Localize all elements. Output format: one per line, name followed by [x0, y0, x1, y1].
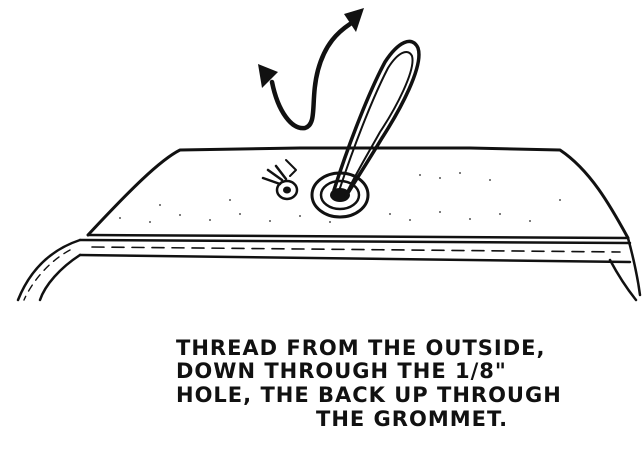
caption-line-1: THREAD FROM THE OUTSIDE,	[176, 336, 545, 360]
thread-path-arrow-icon	[258, 8, 364, 128]
caption-line-4: THE GROMMET.	[316, 407, 508, 431]
caption-line-3: HOLE, THE BACK UP THROUGH	[176, 383, 562, 407]
caption-line-2: DOWN THROUGH THE 1/8"	[176, 359, 507, 383]
grommet-icon	[312, 173, 368, 217]
small-hole-icon	[263, 160, 297, 199]
fabric-panel	[18, 148, 640, 300]
